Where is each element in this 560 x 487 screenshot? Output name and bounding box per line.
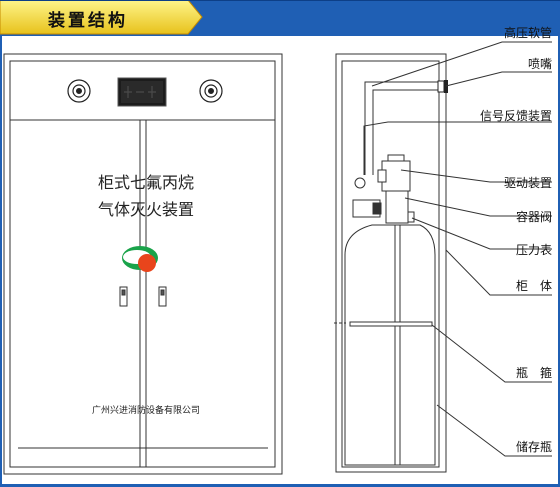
page-title: 装置结构 <box>48 11 128 31</box>
leader-lines <box>363 41 552 457</box>
label-bottle-hoop: 瓶 箍 <box>516 365 552 380</box>
label-storage-bottle: 储存瓶 <box>516 439 552 454</box>
control-panel-display-icon <box>117 77 167 107</box>
cabinet-name-line1: 柜式七氟丙烷 <box>98 173 194 192</box>
label-high-pressure-hose: 高压软管 <box>504 25 552 40</box>
cabinet-name-line2: 气体灭火装置 <box>98 200 194 219</box>
title-bar <box>0 0 560 36</box>
label-container-valve: 容器阀 <box>516 209 552 224</box>
label-drive-device: 驱动装置 <box>504 176 552 190</box>
label-signal-feedback: 信号反馈装置 <box>480 109 552 123</box>
high-pressure-hose <box>364 81 438 175</box>
right-door-handle <box>158 286 167 307</box>
nozzle <box>437 80 448 93</box>
right-indicator-icon <box>199 79 223 103</box>
left-door-handle <box>119 286 128 307</box>
label-pressure-gauge: 压力表 <box>516 243 552 257</box>
container-valve <box>352 190 409 224</box>
signal-feedback-device <box>354 177 366 189</box>
pressure-gauge <box>407 211 415 223</box>
brand-logo <box>122 246 158 272</box>
company-name: 广州兴进消防设备有限公司 <box>92 404 200 416</box>
label-nozzle: 喷嘴 <box>528 57 552 71</box>
storage-bottle <box>344 224 436 466</box>
bottle-hoop <box>334 321 433 327</box>
label-cabinet-body: 柜 体 <box>516 279 552 293</box>
left-indicator-icon <box>67 79 91 103</box>
